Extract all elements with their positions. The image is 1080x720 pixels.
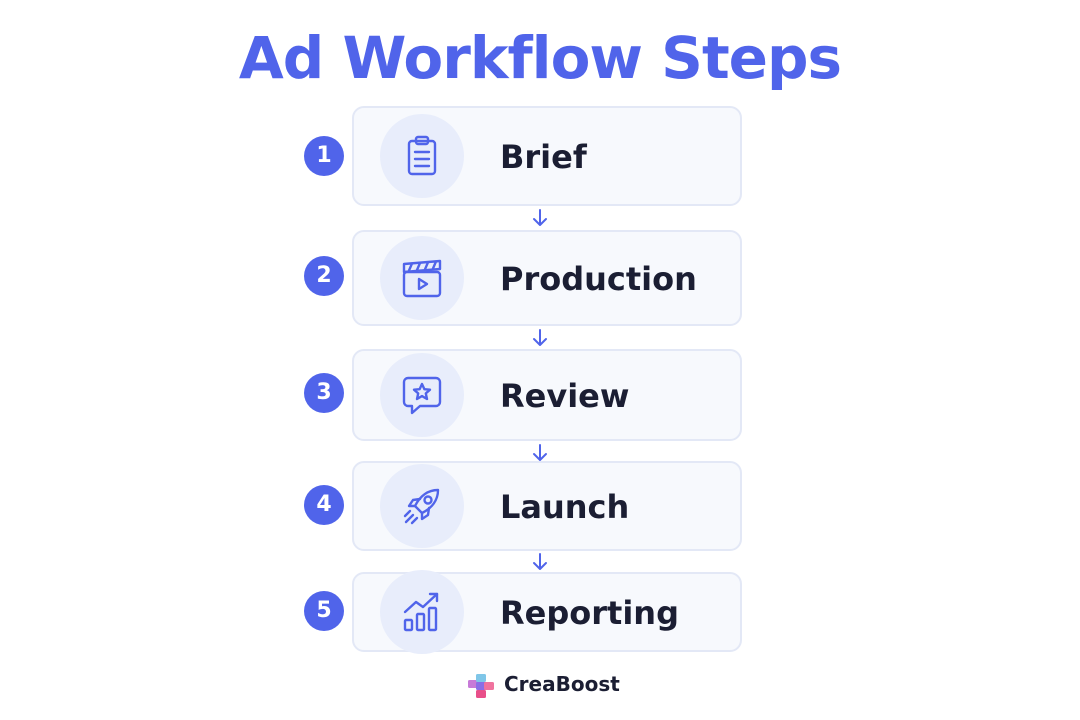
step-label-production: Production xyxy=(500,260,697,298)
step-label-launch: Launch xyxy=(500,488,630,526)
step-card-launch: Launch xyxy=(352,461,742,551)
brand-name: CreaBoost xyxy=(504,672,620,696)
clapperboard-icon xyxy=(380,236,464,320)
step-label-reporting: Reporting xyxy=(500,594,679,632)
step-number-1: 1 xyxy=(304,136,344,176)
step-number-2: 2 xyxy=(304,256,344,296)
star-chat-icon xyxy=(380,353,464,437)
step-card-production: Production xyxy=(352,230,742,326)
rocket-icon xyxy=(380,464,464,548)
arrow-down-icon xyxy=(533,444,547,461)
step-card-brief: Brief xyxy=(352,106,742,206)
step-label-brief: Brief xyxy=(500,138,587,176)
step-card-reporting: Reporting xyxy=(352,570,742,654)
step-card-review: Review xyxy=(352,349,742,441)
arrow-down-icon xyxy=(533,329,547,346)
creaboost-logo-icon xyxy=(468,674,494,698)
step-number-4: 4 xyxy=(304,485,344,525)
clipboard-icon xyxy=(380,114,464,198)
growth-chart-icon xyxy=(380,570,464,654)
page-title: Ad Workflow Steps xyxy=(238,24,842,92)
arrow-down-icon xyxy=(533,209,547,226)
arrow-down-icon xyxy=(533,553,547,570)
step-number-3: 3 xyxy=(304,373,344,413)
step-number-5: 5 xyxy=(304,591,344,631)
step-label-review: Review xyxy=(500,377,630,415)
